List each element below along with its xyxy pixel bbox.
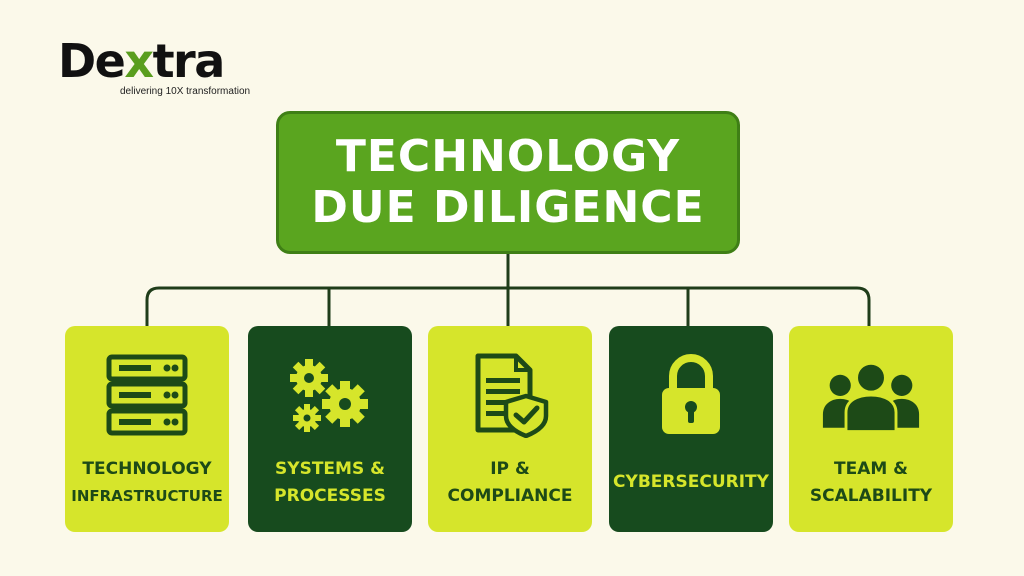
pillar-label: SYSTEMS & PROCESSES	[274, 459, 386, 506]
pillar-technology-infrastructure: TECHNOLOGY INFRASTRUCTURE	[65, 326, 229, 532]
brand-x-letter: x	[124, 34, 154, 88]
pillar-cybersecurity: CYBERSECURITY	[609, 326, 773, 532]
team-icon	[821, 350, 921, 440]
root-title-line2: DUE DILIGENCE	[311, 181, 705, 233]
gears-icon	[280, 350, 380, 440]
brand-wordmark: Dextra	[58, 34, 225, 88]
document-shield-icon	[460, 350, 560, 440]
pillar-systems-processes: SYSTEMS & PROCESSES	[248, 326, 412, 532]
pillar-label: IP & COMPLIANCE	[447, 459, 573, 506]
pillar-label: CYBERSECURITY	[613, 472, 769, 492]
pillar-team-scalability: TEAM & SCALABILITY	[789, 326, 953, 532]
server-rack-icon	[97, 350, 197, 440]
root-title-line1: TECHNOLOGY	[335, 130, 681, 182]
root-node-technology-due-diligence: TECHNOLOGY DUE DILIGENCE	[276, 111, 740, 254]
brand-tagline: delivering 10X transformation	[120, 86, 251, 97]
pillar-ip-compliance: IP & COMPLIANCE	[428, 326, 592, 532]
pillar-label: TECHNOLOGY INFRASTRUCTURE	[71, 459, 223, 505]
brand-logo: Dextra delivering 10X transformation	[58, 38, 250, 97]
pillar-label: TEAM & SCALABILITY	[809, 459, 933, 506]
padlock-icon	[641, 350, 741, 440]
